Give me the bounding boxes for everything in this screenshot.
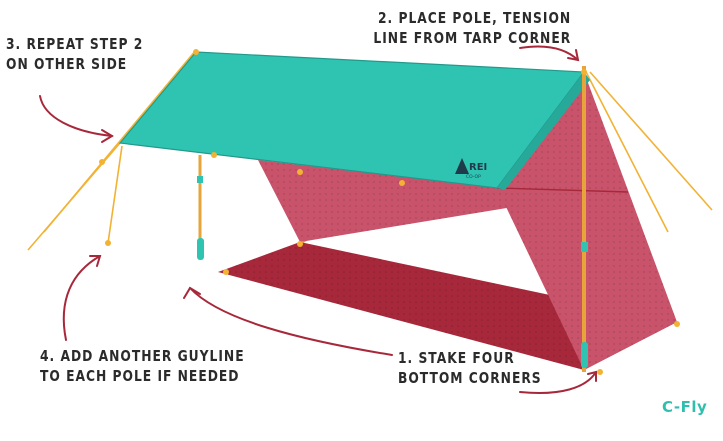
- poles: [197, 66, 588, 372]
- guyline-left-top: [43, 49, 197, 233]
- stake: [99, 159, 105, 165]
- step-1-line-1: 1. STAKE FOUR: [398, 349, 515, 367]
- arrow-step2: [519, 45, 579, 61]
- guyline-right-1: [583, 67, 669, 233]
- stake: [297, 241, 303, 247]
- step-4-line-2: TO EACH POLE IF NEEDED: [40, 367, 240, 385]
- arrow-step4: [62, 255, 101, 341]
- tieout: [211, 152, 217, 158]
- brand-label: C-Fly: [662, 398, 708, 416]
- tieout: [399, 180, 405, 186]
- arrows: [39, 45, 597, 394]
- stakes: [99, 49, 680, 375]
- stake: [597, 369, 603, 375]
- stake: [674, 321, 680, 327]
- step-3-line-1: 3. REPEAT STEP 2: [6, 35, 144, 53]
- stake: [105, 240, 111, 246]
- step-2-line-1: 2. PLACE POLE, TENSION: [377, 9, 572, 27]
- tieout: [193, 49, 199, 55]
- arrow-step3: [39, 95, 113, 137]
- step-2-label: 2. PLACE POLE, TENSION LINE FROM TARP CO…: [373, 8, 571, 48]
- step-4-label: 4. ADD ANOTHER GUYLINE TO EACH POLE IF N…: [40, 346, 245, 386]
- pole-handle-left: [197, 238, 204, 260]
- step-2-line-2: LINE FROM TARP CORNER: [373, 29, 572, 47]
- arrow-step1-b: [519, 371, 597, 394]
- step-1-line-2: BOTTOM CORNERS: [398, 369, 542, 387]
- stake: [223, 269, 229, 275]
- pole-handle-right: [581, 342, 588, 368]
- arrow-step1: [189, 287, 393, 356]
- rei-logo-text: REI: [469, 162, 487, 173]
- tieout: [581, 69, 587, 75]
- tieout: [297, 169, 303, 175]
- rei-logo-subtext: CO-OP: [466, 174, 481, 180]
- guyline-right-2: [589, 71, 713, 211]
- rei-logo: REI CO-OP: [455, 158, 487, 180]
- step-3-line-2: ON OTHER SIDE: [6, 55, 128, 73]
- guyline-left-2: [107, 145, 123, 244]
- step-1-label: 1. STAKE FOUR BOTTOM CORNERS: [398, 348, 542, 388]
- step-4-line-1: 4. ADD ANOTHER GUYLINE: [40, 347, 245, 365]
- step-3-label: 3. REPEAT STEP 2 ON OTHER SIDE: [6, 34, 143, 74]
